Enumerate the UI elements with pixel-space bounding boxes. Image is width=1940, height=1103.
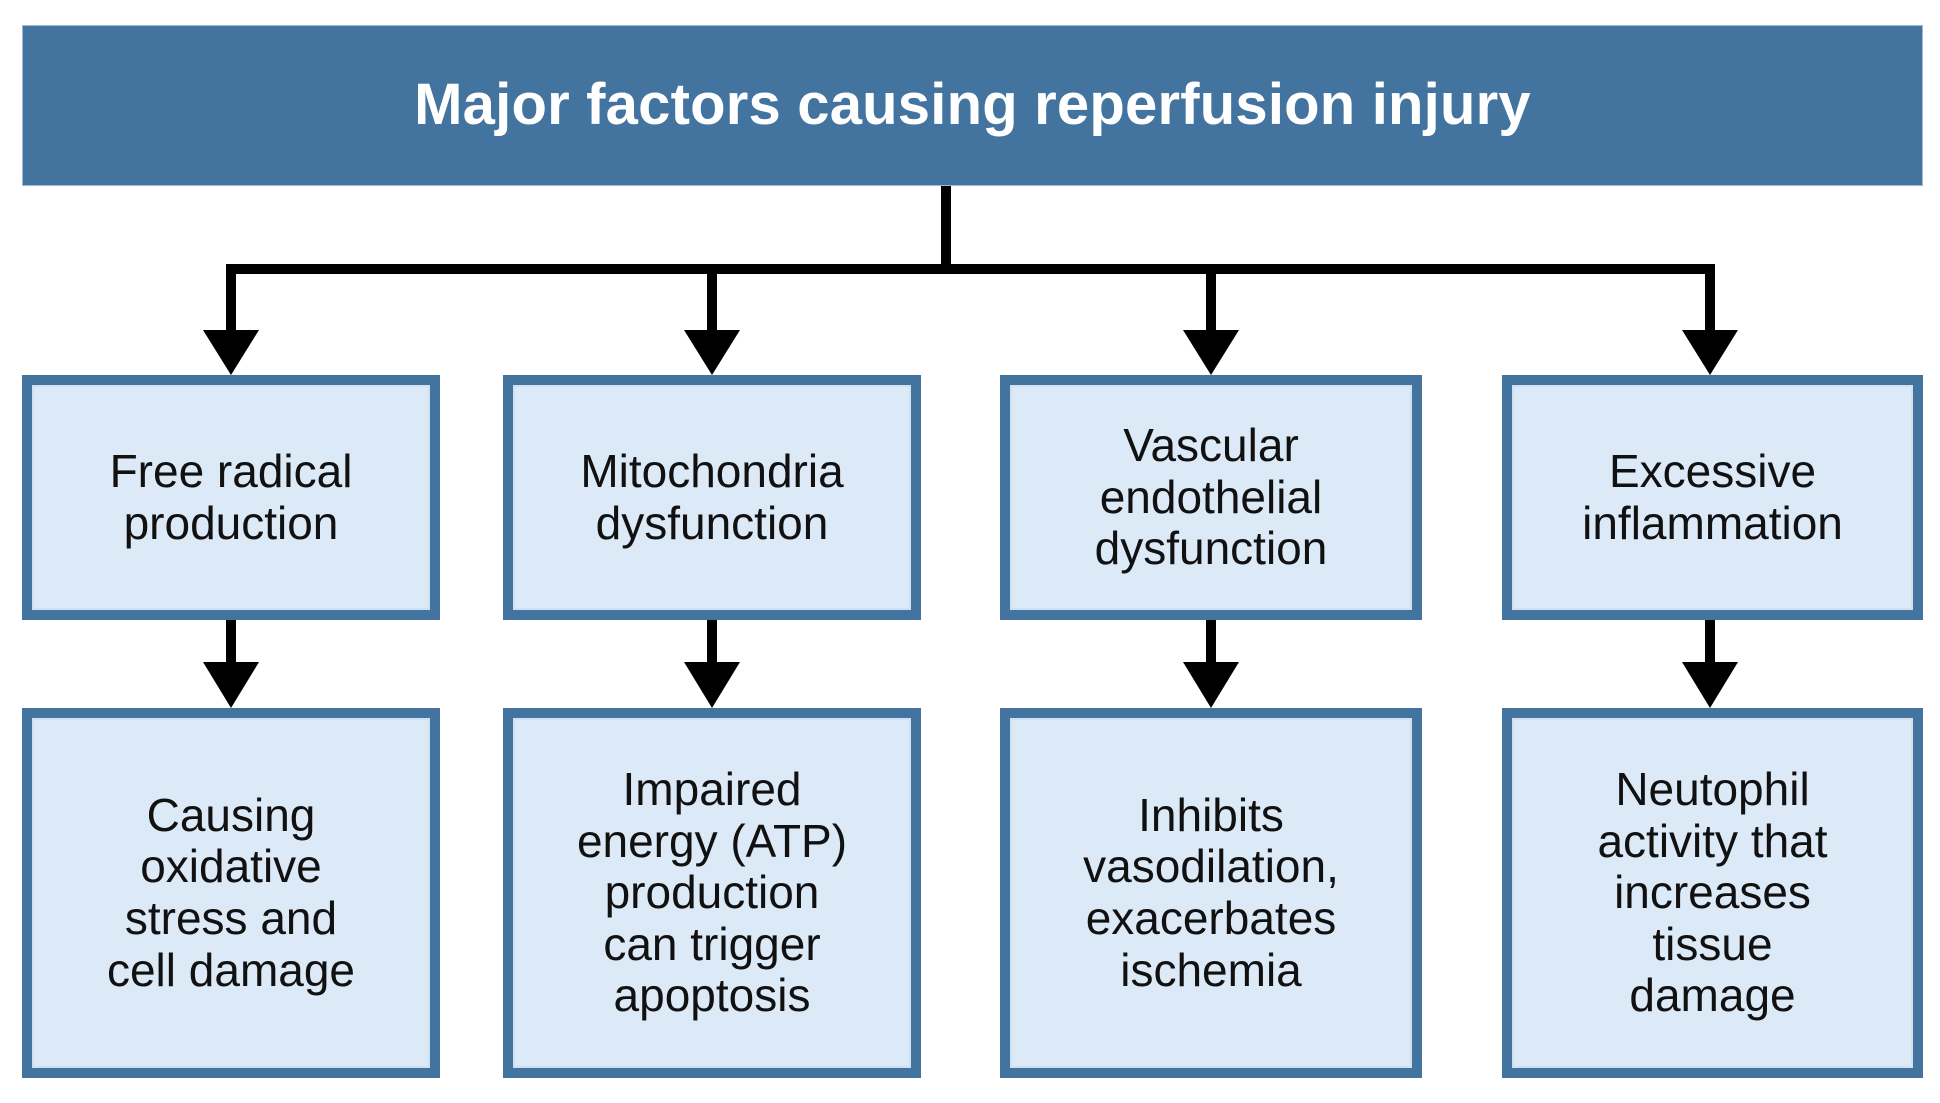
consequence-node-2-label: Impaired energy (ATP) production can tri… [576,763,848,1022]
factor-node-3-label: Vascular endothelial dysfunction [1094,419,1328,575]
consequence-node-1[interactable]: Causing oxidative stress and cell damage [22,708,440,1078]
arrow-factor-1-to-consequence-1 [203,620,259,708]
consequence-node-4[interactable]: Neutophil activity that increases tissue… [1502,708,1923,1078]
factor-node-3[interactable]: Vascular endothelial dysfunction [1000,375,1422,620]
arrow-root-to-factor-4 [1682,264,1738,375]
factor-node-2[interactable]: Mitochondria dysfunction [503,375,921,620]
diagram-title-text: Major factors causing reperfusion injury [414,72,1531,138]
root-stem-connector [941,186,951,270]
factor-node-4-label: Excessive inflammation [1582,444,1843,549]
factor-node-2-label: Mitochondria dysfunction [580,444,844,549]
diagram-title-banner: Major factors causing reperfusion injury [22,25,1923,186]
factor-node-1-label: Free radical production [109,444,353,549]
arrow-root-to-factor-1 [203,264,259,375]
factor-node-1[interactable]: Free radical production [22,375,440,620]
distribution-bar-connector [226,264,1715,274]
consequence-node-2[interactable]: Impaired energy (ATP) production can tri… [503,708,921,1078]
factor-node-4[interactable]: Excessive inflammation [1502,375,1923,620]
consequence-node-1-label: Causing oxidative stress and cell damage [106,788,356,996]
arrow-factor-3-to-consequence-3 [1183,620,1239,708]
consequence-node-4-label: Neutophil activity that increases tissue… [1597,763,1828,1022]
consequence-node-3[interactable]: Inhibits vasodilation, exacerbates ische… [1000,708,1422,1078]
arrow-factor-4-to-consequence-4 [1682,620,1738,708]
arrow-factor-2-to-consequence-2 [684,620,740,708]
arrow-root-to-factor-3 [1183,264,1239,375]
arrow-root-to-factor-2 [684,264,740,375]
consequence-node-3-label: Inhibits vasodilation, exacerbates ische… [1083,788,1339,996]
